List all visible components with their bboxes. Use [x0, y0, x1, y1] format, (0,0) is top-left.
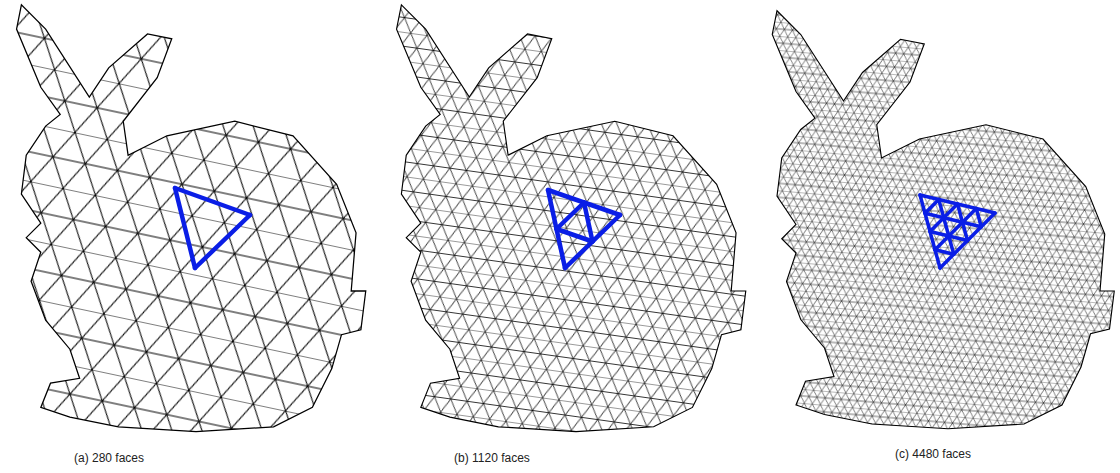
highlight-edge — [557, 203, 585, 230]
highlight-edge — [958, 204, 968, 241]
panel-caption: (a) 280 faces — [72, 451, 146, 465]
highlight-edge — [557, 229, 593, 242]
panel-caption: (b) 1120 faces — [452, 451, 532, 465]
highlight-edge — [930, 204, 958, 232]
highlight-edge — [935, 250, 954, 255]
highlight-edge — [195, 215, 250, 268]
highlight-edge — [584, 203, 593, 242]
highlight-edge — [930, 232, 968, 241]
bunny-fine — [758, 6, 1120, 443]
bunny-coarse — [2, 0, 390, 446]
bunny-medium — [382, 0, 770, 446]
highlight-triangles — [175, 188, 995, 268]
highlight-edge — [175, 188, 250, 215]
highlight-edge — [925, 200, 939, 214]
highlight-edge — [925, 213, 981, 227]
highlight-edge — [175, 188, 195, 268]
panel-caption: (c) 4480 faces — [893, 447, 973, 461]
highlight-edge — [976, 209, 981, 227]
